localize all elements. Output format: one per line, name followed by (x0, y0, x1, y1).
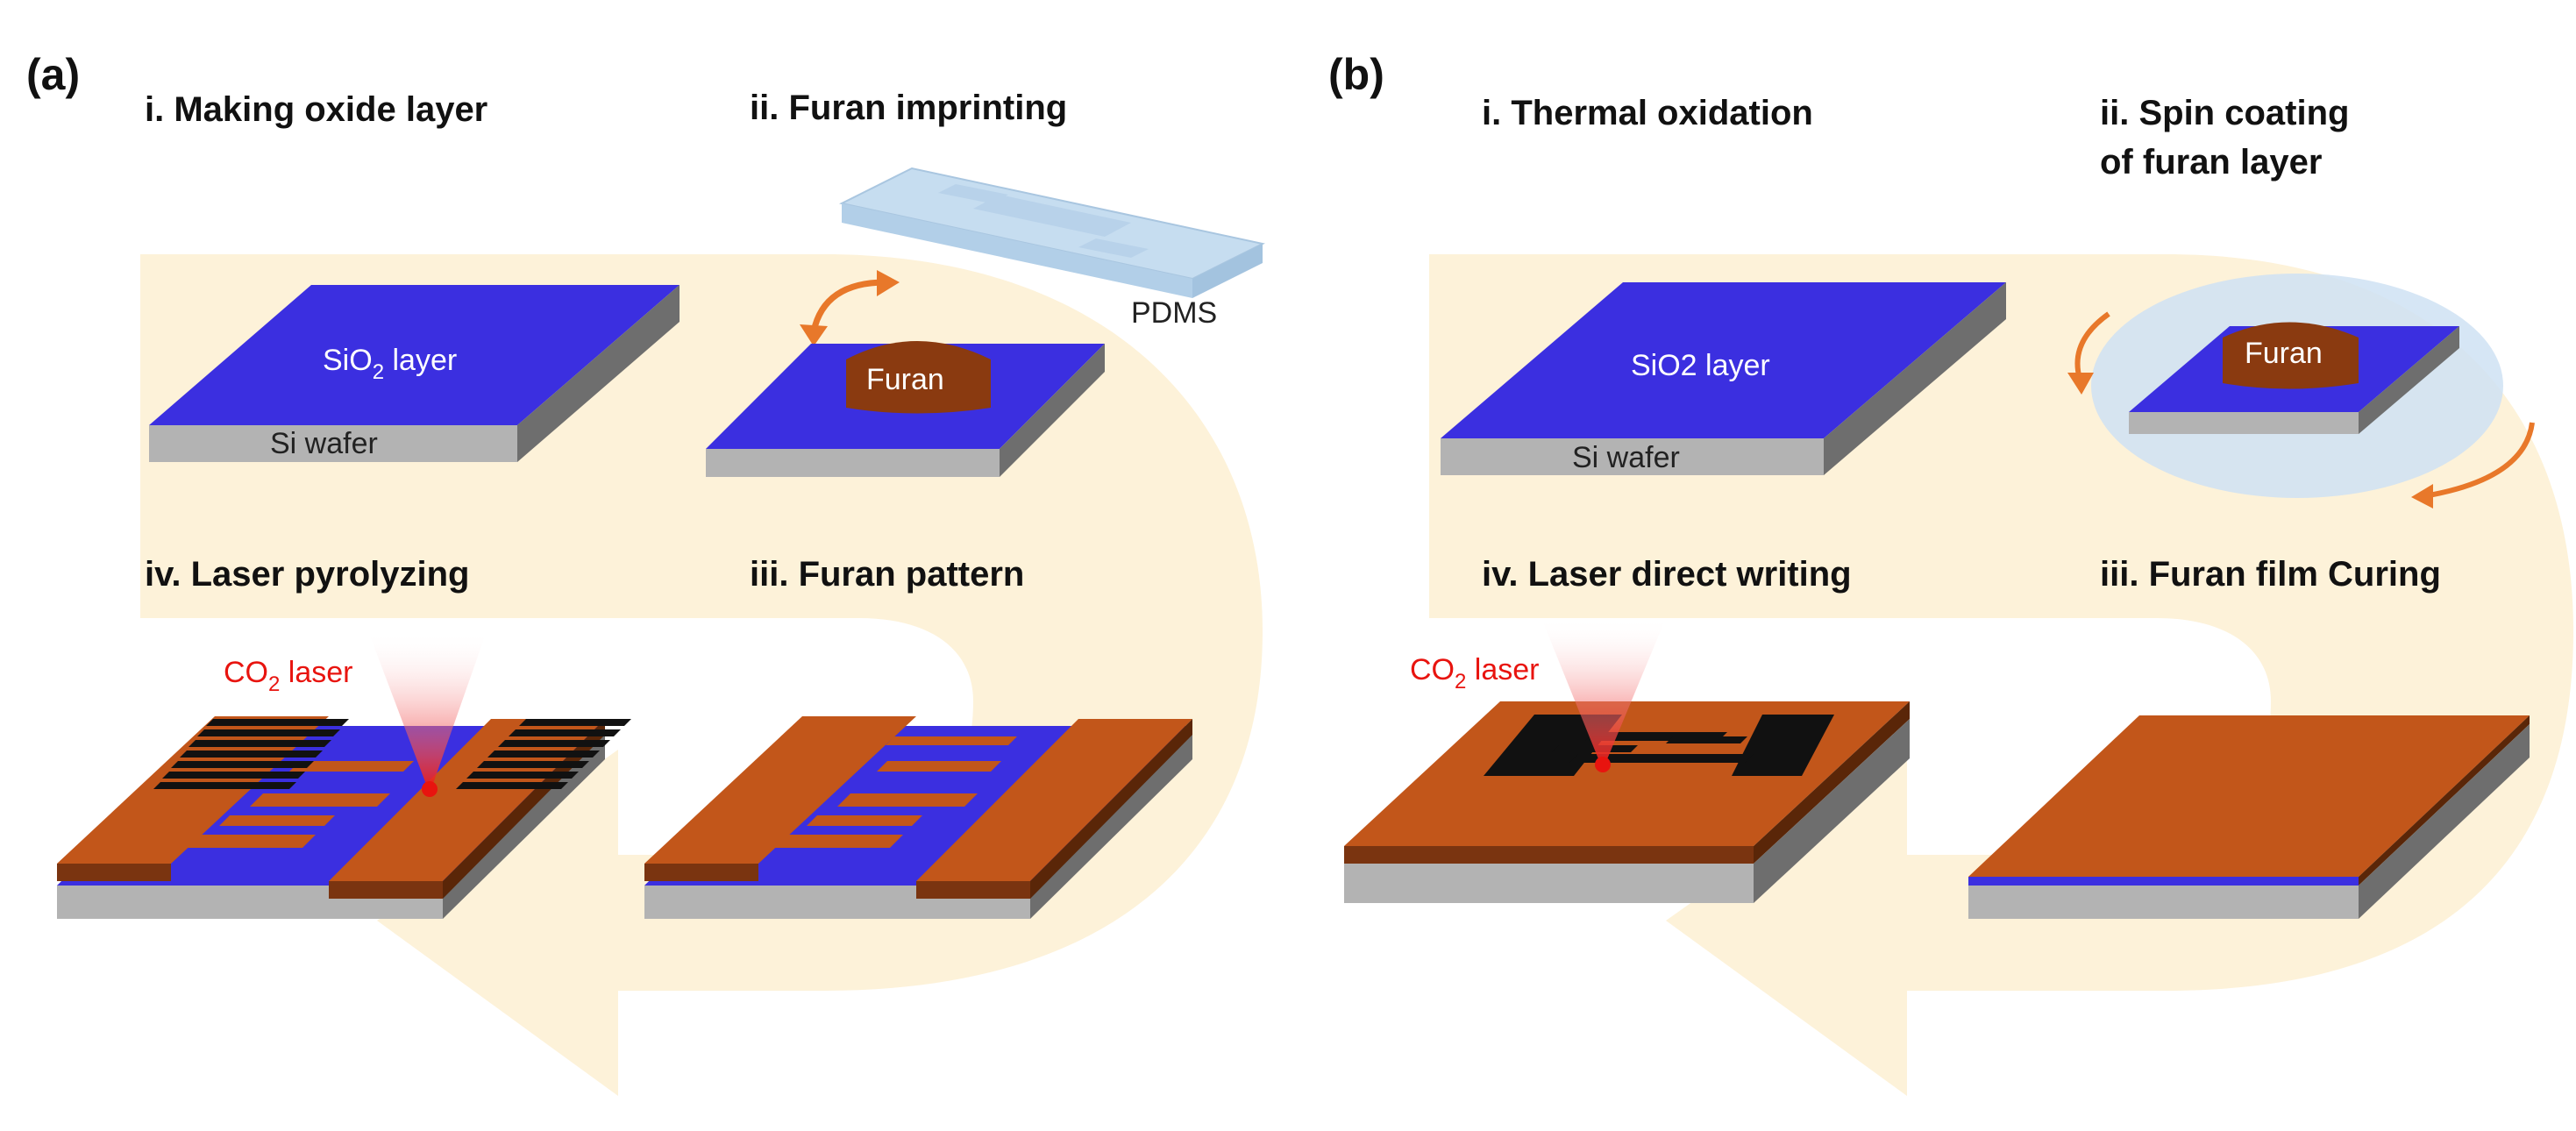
laser-spot-b4 (1595, 757, 1611, 772)
si-wafer-label-a1: Si wafer (270, 427, 378, 460)
furan-pattern-a3 (644, 716, 1192, 919)
sio2-label-rest-a1: layer (384, 344, 457, 377)
step-title-b4: iv. Laser direct writing (1482, 555, 1852, 594)
laser-beam-b4 (1541, 618, 1666, 770)
spin-arrow-right (2428, 422, 2535, 498)
wafer-sio2-a1: SiO2 layer Si wafer (149, 285, 680, 462)
step-title-b1: i. Thermal oxidation (1482, 94, 1813, 132)
laser-pyrolyzing-a4: CO2 laser (57, 631, 631, 919)
pdms-pattern (973, 195, 1131, 237)
laser-label-a4: CO (224, 656, 268, 689)
spin-arrow-left (2074, 311, 2110, 380)
laser-spot-a4 (422, 781, 438, 797)
step-title-b2-line1: ii. Spin coating (2100, 94, 2349, 132)
laser-label-rest-b4: laser (1466, 653, 1539, 686)
svg-text:CO2 laser: CO2 laser (224, 656, 353, 696)
furan-label-a2: Furan (866, 363, 944, 396)
step-title-a3: iii. Furan pattern (750, 555, 1024, 594)
sio2-label-a1: SiO (323, 344, 373, 377)
pyrolyzed-stripes-right (456, 719, 631, 789)
furan-label-b2: Furan (2245, 337, 2323, 370)
wafer-top-blue (149, 285, 680, 425)
laser-label-b4: CO (1410, 653, 1455, 686)
step-title-a1: i. Making oxide layer (145, 90, 487, 129)
cured-film-b3 (1968, 715, 2530, 919)
rotation-arrow-a2 (810, 279, 886, 332)
panel-label-a: (a) (26, 50, 80, 99)
si-wafer-label-b1: Si wafer (1572, 441, 1680, 474)
step-title-a2: ii. Furan imprinting (750, 89, 1067, 127)
panel-label-b: (b) (1328, 50, 1384, 99)
wafer-side (517, 285, 680, 462)
laser-beam-a4 (368, 631, 487, 793)
furan-drop (846, 341, 991, 414)
pdms-label: PDMS (1131, 296, 1217, 330)
laser-subscript-a4: 2 (268, 672, 280, 696)
laser-label-rest-a4: laser (280, 656, 352, 689)
furan-drop-b2 (2223, 322, 2359, 389)
step-title-a4: iv. Laser pyrolyzing (145, 555, 470, 594)
panel-a: (a) i. Making oxide layer ii. Furan impr… (26, 50, 1265, 1096)
wafer-front (149, 425, 517, 462)
panel-b: (b) i. Thermal oxidation ii. Spin coatin… (1328, 50, 2573, 1096)
pdms-stamp: PDMS (839, 167, 1265, 330)
pyrolyzed-stripes-left (153, 719, 349, 789)
sio2-subscript-a1: 2 (373, 360, 384, 384)
spin-coating-b2: Furan (2067, 274, 2535, 509)
step-title-b2-line2: of furan layer (2100, 143, 2322, 181)
svg-text:CO2 laser: CO2 laser (1410, 653, 1540, 694)
sio2-label-b1: SiO2 layer (1631, 349, 1770, 382)
svg-text:SiO2 layer: SiO2 layer (323, 344, 457, 384)
laser-writing-b4: CO2 laser (1344, 618, 1910, 903)
laser-subscript-b4: 2 (1455, 670, 1466, 694)
wafer-sio2-b1: SiO2 layer Si wafer (1441, 282, 2006, 475)
step-title-b3: iii. Furan film Curing (2100, 555, 2441, 594)
wafer-furan-drop-a2: Furan (706, 341, 1105, 477)
